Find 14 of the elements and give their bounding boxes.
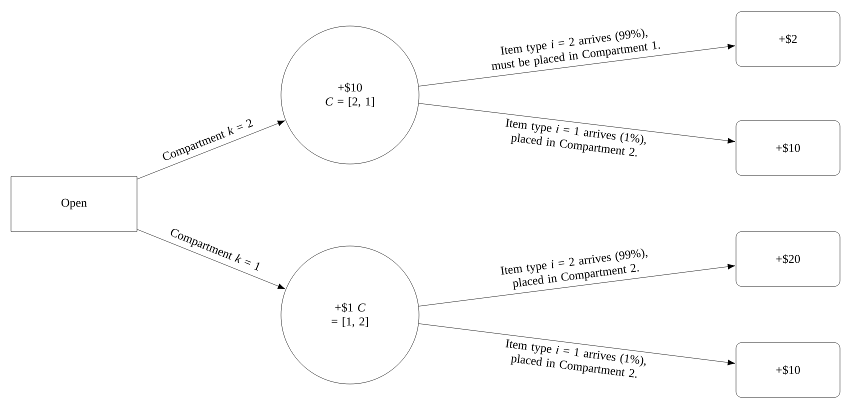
edge-label: Item type i = 2 arrives (99%), must be placed in Compartment 1.: [491, 28, 660, 70]
edge-label: Item type i = 1 arrives (1%), placed in Compartment 2.: [505, 339, 646, 378]
reward-box: +$10: [736, 120, 840, 176]
arrow: [418, 44, 736, 86]
arrow: [418, 323, 736, 366]
arrow: [418, 103, 736, 144]
state-box: Open: [10, 176, 138, 232]
reward-box: +$10: [736, 342, 840, 398]
edge-label: Item type i = 1 arrives (1%), placed in Compartment 2.: [506, 118, 646, 157]
reward-box: +$2: [736, 11, 840, 67]
arrow: [137, 120, 286, 180]
arrow: [418, 264, 736, 306]
arrow: [137, 229, 286, 290]
reward-box: +$20: [736, 231, 840, 287]
